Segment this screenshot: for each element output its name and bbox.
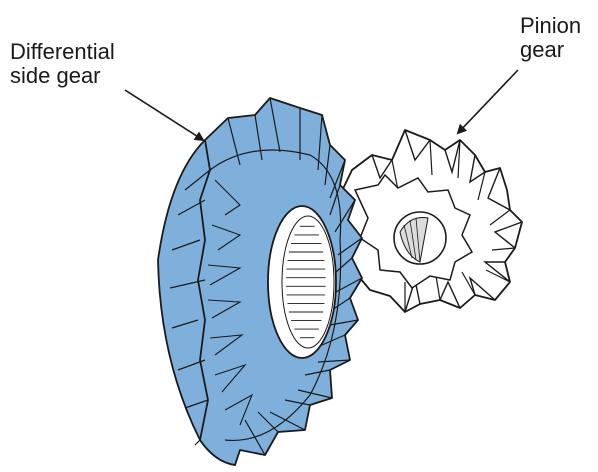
side-gear-leader-arrow bbox=[125, 90, 203, 140]
pinion-gear-leader-arrow bbox=[458, 70, 518, 133]
side-gear-bore-inner bbox=[282, 216, 334, 348]
pinion-gear bbox=[340, 130, 522, 312]
side-gear bbox=[158, 98, 362, 465]
